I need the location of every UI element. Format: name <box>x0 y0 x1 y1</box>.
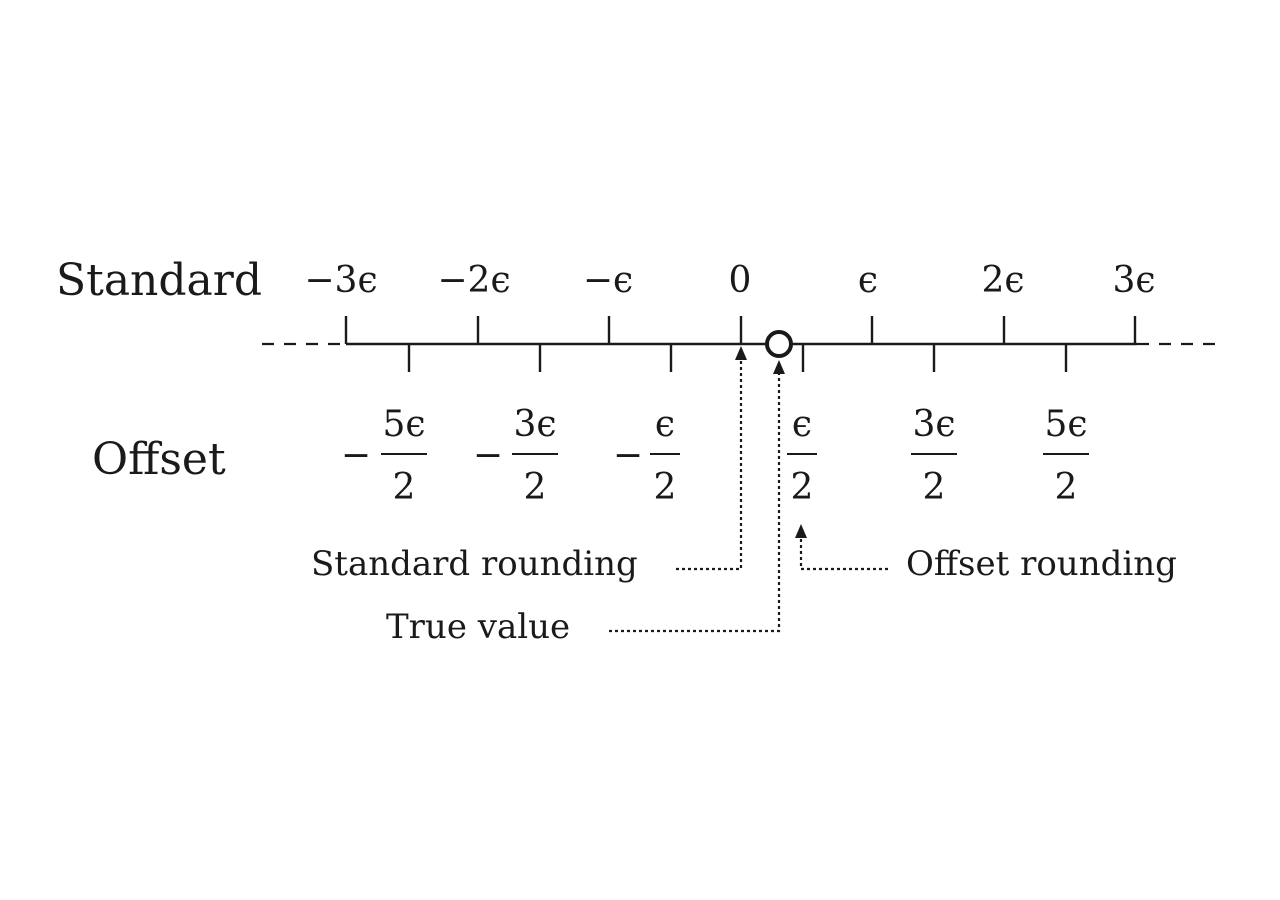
offset-tick-label: ϵ 2 <box>787 404 817 508</box>
fraction-numerator: 5ϵ <box>1044 404 1087 445</box>
fraction-denominator: 2 <box>1055 467 1078 508</box>
offset-tick-label: 3ϵ 2 <box>911 404 957 508</box>
standard-row-label: Standard <box>56 255 262 306</box>
standard-rounding-arrowhead <box>735 346 747 360</box>
offset-row-label: Offset <box>92 434 226 485</box>
fraction-sign: − <box>473 435 503 476</box>
offset-rounding-leader <box>799 535 888 571</box>
standard-tick-label: −3ϵ <box>304 260 377 301</box>
fraction-sign: − <box>341 435 371 476</box>
offset-rounding-label: Offset rounding <box>906 544 1177 584</box>
standard-tick-label: ϵ <box>858 260 878 301</box>
fraction-sign: − <box>613 435 643 476</box>
offset-tick-label: − 5ϵ 2 <box>341 404 427 508</box>
true-value-marker <box>765 330 793 358</box>
fraction-numerator: 5ϵ <box>382 404 425 445</box>
fraction-denominator: 2 <box>524 467 547 508</box>
true-value-pointer <box>609 360 785 633</box>
standard-tick-label: 2ϵ <box>981 260 1024 301</box>
offset-tick-label: 5ϵ 2 <box>1043 404 1089 508</box>
standard-tick-label: 3ϵ <box>1112 260 1155 301</box>
fraction-numerator: ϵ <box>655 404 675 445</box>
offset-tick-label: − 3ϵ 2 <box>473 404 558 508</box>
standard-tick-labels: −3ϵ −2ϵ −ϵ 0 ϵ 2ϵ 3ϵ <box>304 260 1155 301</box>
offset-rounding-pointer <box>795 524 888 571</box>
standard-tick-label: −ϵ <box>583 260 633 301</box>
standard-rounding-pointer <box>676 346 747 571</box>
fraction-denominator: 2 <box>791 467 814 508</box>
true-value-leader <box>609 371 781 633</box>
offset-tick-labels: − 5ϵ 2 − 3ϵ 2 − ϵ 2 ϵ 2 3ϵ <box>341 404 1089 508</box>
standard-rounding-leader <box>676 356 743 571</box>
offset-ticks <box>407 344 1068 372</box>
standard-tick-label: −2ϵ <box>437 260 510 301</box>
true-value-label: True value <box>386 607 570 647</box>
fraction-numerator: 3ϵ <box>513 404 556 445</box>
offset-rounding-arrowhead <box>795 524 807 538</box>
fraction-numerator: 3ϵ <box>912 404 955 445</box>
fraction-denominator: 2 <box>923 467 946 508</box>
standard-rounding-label: Standard rounding <box>311 544 638 584</box>
true-value-arrowhead <box>773 360 785 374</box>
standard-ticks <box>344 316 1137 344</box>
fraction-denominator: 2 <box>393 467 416 508</box>
offset-tick-label: − ϵ 2 <box>613 404 680 508</box>
fraction-denominator: 2 <box>654 467 677 508</box>
standard-tick-label: 0 <box>729 260 752 301</box>
fraction-numerator: ϵ <box>792 404 812 445</box>
